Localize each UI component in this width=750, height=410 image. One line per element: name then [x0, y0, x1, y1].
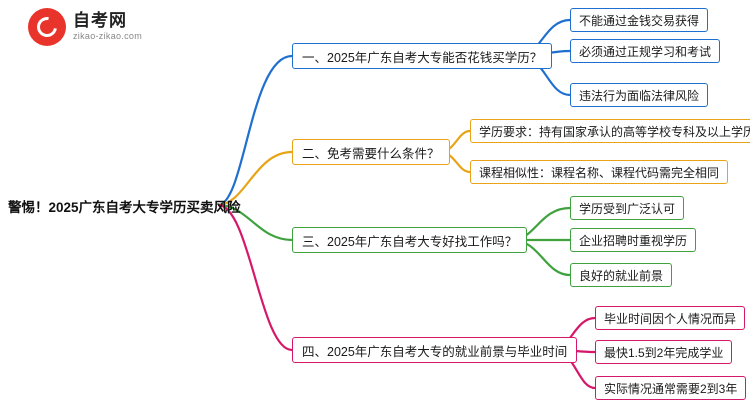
leaf-node-3-3[interactable]: 良好的就业前景	[570, 263, 673, 287]
branch-node-2[interactable]: 二、免考需要什么条件？	[292, 139, 450, 165]
branch-label-1: 一、2025年广东自考大专能否花钱买学历？	[302, 50, 543, 65]
branch-node-1[interactable]: 一、2025年广东自考大专能否花钱买学历？	[292, 43, 553, 69]
leaf-label-4-3: 实际情况通常需要2到3年	[604, 381, 738, 396]
leaf-label-3-1: 学历受到广泛认可	[579, 201, 676, 216]
leaf-node-3-1[interactable]: 学历受到广泛认可	[570, 196, 685, 220]
leaf-node-1-1[interactable]: 不能通过金钱交易获得	[570, 8, 709, 32]
circle-swoosh-logo-icon	[28, 8, 66, 46]
leaf-node-2-1[interactable]: 学历要求：持有国家承认的高等学校专科及以上学历	[470, 119, 750, 143]
leaf-node-2-2[interactable]: 课程相似性：课程名称、课程代码需完全相同	[470, 160, 729, 184]
leaf-node-3-2[interactable]: 企业招聘时重视学历	[570, 228, 697, 252]
leaf-label-2-2: 课程相似性：课程名称、课程代码需完全相同	[479, 165, 720, 180]
logo-text-block: 自考网 zikao-zikao.com	[73, 12, 142, 41]
site-logo: 自考网 zikao-zikao.com	[28, 8, 142, 46]
logo-title: 自考网	[73, 11, 127, 31]
leaf-node-1-3[interactable]: 违法行为面临法律风险	[570, 83, 709, 107]
branch-node-4[interactable]: 四、2025年广东自考大专的就业前景与毕业时间	[292, 337, 578, 363]
leaf-label-1-2: 必须通过正规学习和考试	[579, 44, 712, 59]
leaf-label-4-1: 毕业时间因个人情况而异	[604, 311, 737, 326]
leaf-label-4-2: 最快1.5到2年完成学业	[604, 345, 724, 360]
logo-domain: zikao-zikao.com	[73, 31, 143, 42]
leaf-label-1-1: 不能通过金钱交易获得	[579, 13, 700, 28]
leaf-node-1-2[interactable]: 必须通过正规学习和考试	[570, 39, 721, 63]
leaf-node-4-2[interactable]: 最快1.5到2年完成学业	[595, 340, 733, 364]
leaf-label-1-3: 违法行为面临法律风险	[579, 88, 700, 103]
branch-node-3[interactable]: 三、2025年广东自考大专好找工作吗？	[292, 227, 528, 253]
leaf-label-3-3: 良好的就业前景	[579, 268, 664, 283]
leaf-node-4-3[interactable]: 实际情况通常需要2到3年	[595, 376, 747, 400]
leaf-node-4-1[interactable]: 毕业时间因个人情况而异	[595, 306, 746, 330]
branch-label-4: 四、2025年广东自考大专的就业前景与毕业时间	[302, 344, 568, 359]
root-topic-label: 警惕！2025广东自考大专学历买卖风险	[8, 200, 241, 215]
branch-label-2: 二、免考需要什么条件？	[302, 146, 440, 161]
branch-label-3: 三、2025年广东自考大专好找工作吗？	[302, 234, 518, 249]
leaf-label-3-2: 企业招聘时重视学历	[579, 233, 688, 248]
leaf-label-2-1: 学历要求：持有国家承认的高等学校专科及以上学历	[479, 124, 750, 139]
